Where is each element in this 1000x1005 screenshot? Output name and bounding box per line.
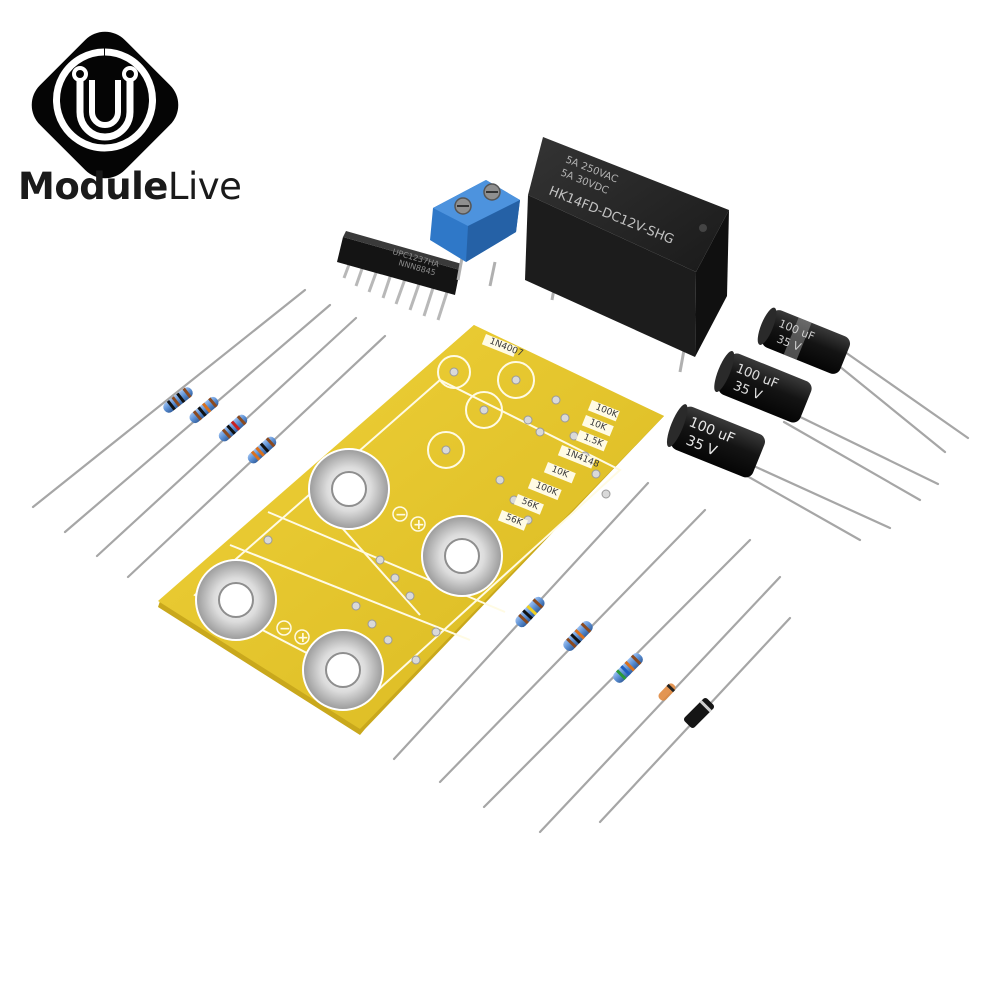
- resistor-group-left: [163, 387, 277, 464]
- capacitor-1: 100 uF 35 V: [757, 307, 851, 374]
- brand-logo-icon: [31, 31, 179, 179]
- pcb-plus-2: +: [297, 630, 309, 646]
- screw-terminal: [430, 180, 520, 287]
- pcb-board: 1N4007 100K 10K 1.5K 1N4148 10K 100K 56K…: [158, 325, 664, 735]
- brand-name: ModuleLive: [18, 165, 242, 209]
- capacitor-2: 100 uF 35 V: [714, 350, 812, 423]
- pcb-plus-1: +: [413, 517, 425, 533]
- relay: 5A 250VAC 5A 30VDC HK14FD-DC12V-SHG: [525, 137, 729, 373]
- pcb-minus-1: −: [395, 507, 407, 523]
- brand-name-bold: Module: [18, 165, 168, 208]
- brand-name-light: Live: [167, 165, 242, 208]
- capacitor-3: 100 uF 35 V: [666, 404, 765, 478]
- component-leads: [31, 288, 970, 834]
- ic-chip: UPC1237HA NNN8845: [337, 231, 462, 321]
- resistor-group-bottom: [515, 596, 715, 729]
- pcb-minus-2: −: [279, 621, 291, 637]
